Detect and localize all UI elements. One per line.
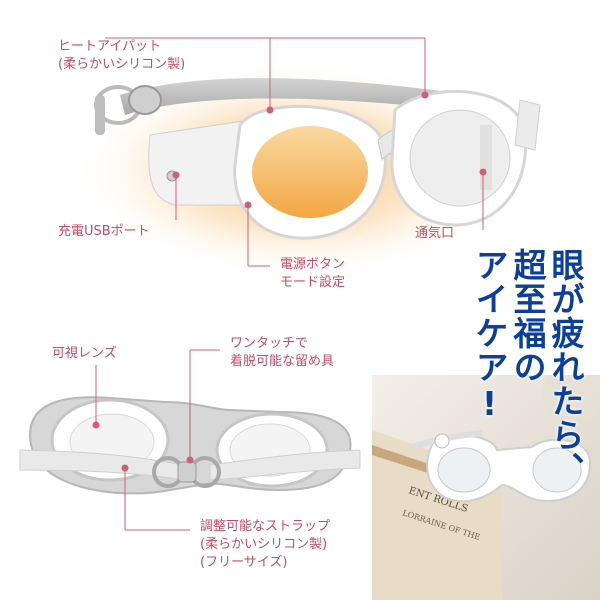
one-touch-label-line2: 着脱可能な留め具: [230, 354, 335, 369]
strap-label-line2: (柔らかいシリコン製): [200, 537, 328, 552]
power-button-label-line2: モード設定: [280, 275, 346, 290]
strap-label: 調整可能なストラップ (柔らかいシリコン製) (フリーサイズ): [200, 518, 330, 572]
photo-goggles: [411, 430, 592, 503]
heat-pad-label-line2: (柔らかいシリコン製): [58, 57, 186, 72]
heat-pad-left: [252, 126, 368, 218]
usb-port-label: 充電USBポート: [58, 224, 150, 239]
goggles-top-illustration: [70, 37, 541, 280]
headline-col2: 超至福の: [508, 248, 547, 384]
heat-pad-label: ヒートアイパット (柔らかいシリコン製): [58, 38, 185, 74]
power-button-label-line1: 電源ボタン: [280, 257, 346, 272]
vent-label: 通気口: [415, 226, 455, 241]
strap-buckle: [94, 85, 162, 135]
visible-lens-label: 可視レンズ: [52, 346, 117, 361]
lifestyle-photo: ENT ROLLS LORRAINE OF THE: [372, 375, 600, 600]
goggles-back-illustration: [19, 349, 361, 531]
one-touch-clasp: [152, 456, 221, 488]
heat-pad-label-line1: ヒートアイパット: [58, 39, 162, 54]
strap-label-line1: 調整可能なストラップ: [200, 519, 331, 534]
power-button-label: 電源ボタン モード設定: [280, 256, 345, 292]
strap-label-line3: (フリーサイズ): [200, 555, 288, 570]
one-touch-label: ワンタッチで 着脱可能な留め具: [230, 335, 334, 371]
headline-col1: 眼が疲れたら、: [546, 248, 585, 486]
lifestyle-photo-art: ENT ROLLS LORRAINE OF THE: [372, 375, 600, 600]
one-touch-label-line1: ワンタッチで: [230, 336, 309, 351]
heat-pad-right: [409, 109, 511, 207]
headline-col3: アイケア!: [470, 248, 509, 424]
